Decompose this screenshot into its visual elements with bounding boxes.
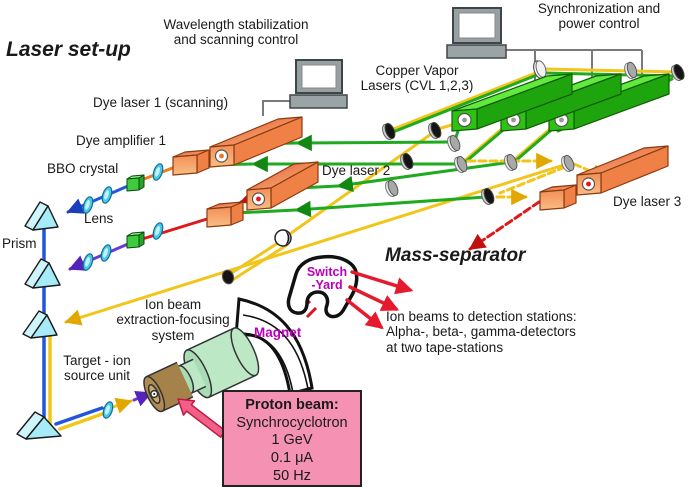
label-dye-laser-2: Dye laser 2 [322, 163, 391, 178]
label-dye-laser-3: Dye laser 3 [613, 194, 682, 209]
dye-lasers [172, 116, 669, 228]
dye-amplifier-2-box [206, 201, 244, 228]
bbo-crystal-1 [126, 174, 145, 192]
label-detection-stations: Ion beams to detection stations: Alpha-,… [386, 309, 577, 355]
target-ion-source-assembly [143, 327, 260, 413]
mirror [502, 152, 520, 173]
proton-beam-energy: 1 GeV [271, 432, 313, 449]
proton-beam-rate: 50 Hz [273, 467, 311, 484]
lens-optic [80, 252, 96, 272]
label-dye-laser-1: Dye laser 1 (scanning) [93, 95, 229, 110]
proton-beam-arrow [177, 398, 227, 438]
computer-icon [289, 59, 348, 109]
lens-optic [150, 162, 166, 182]
pickoff-mirror [274, 229, 292, 247]
lens-optic [99, 185, 115, 205]
mirror [445, 133, 463, 154]
lens-optic [100, 400, 116, 420]
label-ion-beam-system: Ion beam extraction-focusing system [116, 297, 230, 343]
prism-3 [22, 310, 58, 339]
prism-4 [16, 411, 62, 440]
mirror [622, 60, 639, 81]
proton-beam-current: 0.1 μA [270, 450, 314, 467]
computer-icon [446, 7, 507, 59]
mirror [380, 121, 398, 142]
computers [289, 7, 507, 109]
prism-1 [24, 201, 59, 231]
label-magnet: Magnet [254, 325, 302, 340]
beam-network [42, 67, 678, 431]
label-copper-vapor-lasers: Copper Vapor Lasers (CVL 1,2,3) [360, 63, 474, 94]
page-title: Laser set-up [6, 38, 131, 61]
proton-beam-box: Proton beam: Synchrocyclotron 1 GeV 0.1 … [222, 390, 362, 487]
proton-beam-facility: Synchrocyclotron [236, 414, 348, 431]
label-wavelength-control: Wavelength stabilization and scanning co… [163, 17, 309, 48]
mirror [559, 153, 577, 174]
proton-beam-title: Proton beam: [245, 397, 339, 413]
ion-beam-arrows [345, 270, 414, 330]
prisms [16, 201, 62, 440]
mass-separator-section [221, 229, 414, 396]
dye-amplifier-3-box [539, 184, 577, 211]
aperture-dot [221, 269, 235, 285]
dye-laser-1-box [209, 116, 303, 168]
cvl-lasers [451, 73, 670, 132]
label-bbo-crystal: BBO crystal [47, 161, 119, 176]
label-target-ion-source: Target - ion source unit [63, 353, 131, 384]
lens-optic [98, 243, 114, 263]
bbo-crystals [126, 174, 145, 249]
dye-laser-3-box [576, 145, 669, 196]
label-prism: Prism [2, 236, 37, 251]
bbo-crystal-2 [126, 231, 145, 249]
cvl-laser-1 [451, 73, 573, 132]
label-mass-separator: Mass-separator [385, 245, 526, 266]
label-switch-yard: Switch -Yard [306, 265, 348, 293]
dye-laser-2-box [246, 161, 319, 211]
label-dye-amplifier-1: Dye amplifier 1 [76, 133, 167, 148]
prism-2 [24, 258, 61, 289]
lens-optic [150, 221, 166, 241]
label-lens: Lens [84, 211, 114, 226]
extraction-cylinder [183, 327, 260, 399]
mirror [383, 178, 401, 199]
switch-yard-shape [286, 254, 359, 319]
dye-amplifier-1-box [172, 149, 210, 176]
label-sync-control: Synchronization and power control [537, 1, 661, 32]
